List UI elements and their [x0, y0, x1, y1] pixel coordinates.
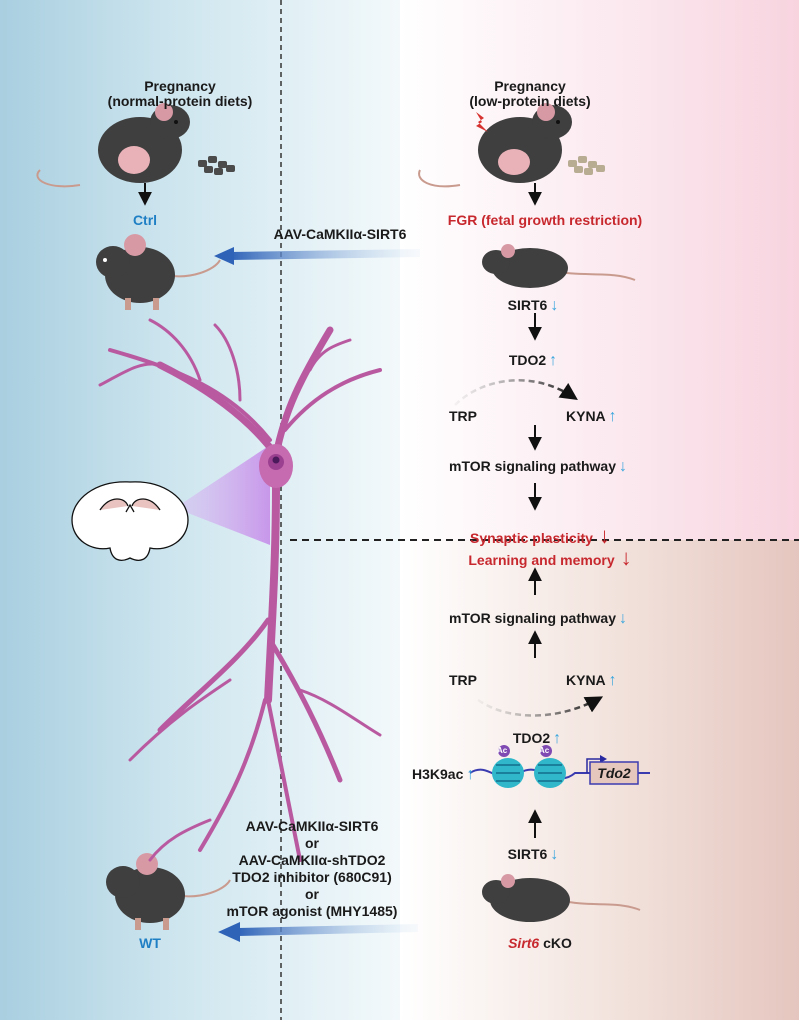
- upper-sirt6: SIRT6: [508, 297, 559, 315]
- arrow-down-icon: [619, 458, 627, 475]
- arrow-down-icon: [550, 297, 558, 314]
- fgr-label: FGR (fetal growth restriction): [447, 212, 643, 228]
- arrow-treatment-bottom: [218, 922, 240, 942]
- arrow-down-icon: [619, 610, 627, 627]
- fgr-mouse-icon: [482, 244, 636, 288]
- arrow-up-icon: [553, 730, 561, 747]
- treatment-top-label: AAV-CaMKIIα-SIRT6: [273, 226, 407, 242]
- food-pellets-low-protein-icon: [568, 156, 605, 175]
- arrow-treatment-top: [214, 247, 234, 265]
- chromatin-tdo2-gene-diagram: [469, 745, 650, 788]
- lower-sirt6: SIRT6: [508, 846, 559, 864]
- upper-mtor: mTOR signaling pathway: [449, 458, 627, 476]
- brain-section-icon: [71, 481, 189, 561]
- trp-to-kyna-arrow-lower: [477, 696, 604, 717]
- arrow-up-icon: [466, 766, 474, 783]
- lower-trp: TRP: [449, 672, 477, 688]
- food-pellets-normal-icon: [198, 156, 235, 175]
- pregnancy-normal-title-1: Pregnancy: [144, 78, 216, 94]
- pregnancy-low-title-1: Pregnancy: [494, 78, 566, 94]
- lightning-icon: [476, 112, 488, 132]
- treatment-line-5: or: [305, 886, 319, 902]
- treatment-line-2: or: [305, 835, 319, 851]
- upper-right-panel-background: [400, 0, 799, 540]
- pregnant-mouse-low-protein-icon: [418, 103, 572, 188]
- trp-to-kyna-arrow-upper: [454, 379, 578, 406]
- lower-mtor: mTOR signaling pathway: [449, 610, 627, 628]
- arrow-down-red-icon: [599, 523, 610, 548]
- upper-trp: TRP: [449, 408, 477, 424]
- outcome-learning-memory: Learning and memory: [468, 545, 631, 571]
- sirt6-cko-label: Sirt6 cKO: [508, 935, 572, 951]
- pregnancy-low-title-2: (low-protein diets): [469, 93, 591, 109]
- pregnancy-normal-title-2: (normal-protein diets): [107, 93, 253, 109]
- ac-mark-1: Ac: [497, 746, 508, 755]
- treatment-line-6: mTOR agonist (MHY1485): [226, 903, 398, 919]
- arrow-up-icon: [609, 672, 617, 689]
- arrow-up-icon: [549, 352, 557, 369]
- lower-tdo2: TDO2: [513, 730, 561, 748]
- ctrl-mouse-icon: [96, 234, 221, 310]
- sirt6-cko-mouse-icon: [482, 874, 641, 922]
- arrow-down-icon: [550, 846, 558, 863]
- pregnant-mouse-normal-icon: [36, 103, 190, 188]
- treatment-line-3: AAV-CaMKIIα-shTDO2: [238, 852, 386, 868]
- brain-highlight-cone: [175, 445, 270, 545]
- arrow-down-red-icon: [621, 545, 632, 570]
- ctrl-label: Ctrl: [132, 212, 158, 228]
- wt-label: WT: [139, 935, 161, 951]
- treatment-line-4: TDO2 inhibitor (680C91): [232, 869, 392, 885]
- ac-mark-2: Ac: [539, 746, 550, 755]
- treatment-line-1: AAV-CaMKIIα-SIRT6: [245, 818, 379, 834]
- neuron-illustration: [98, 318, 382, 862]
- arrow-up-icon: [609, 408, 617, 425]
- lower-kyna: KYNA: [566, 672, 617, 690]
- h3k9ac-label: H3K9ac: [412, 766, 474, 784]
- upper-tdo2: TDO2: [509, 352, 557, 370]
- upper-kyna: KYNA: [566, 408, 617, 426]
- tdo2-gene-label: Tdo2: [597, 765, 631, 781]
- wt-mouse-icon: [106, 853, 231, 930]
- outcome-synaptic-plasticity: Synaptic plasticity: [470, 523, 610, 549]
